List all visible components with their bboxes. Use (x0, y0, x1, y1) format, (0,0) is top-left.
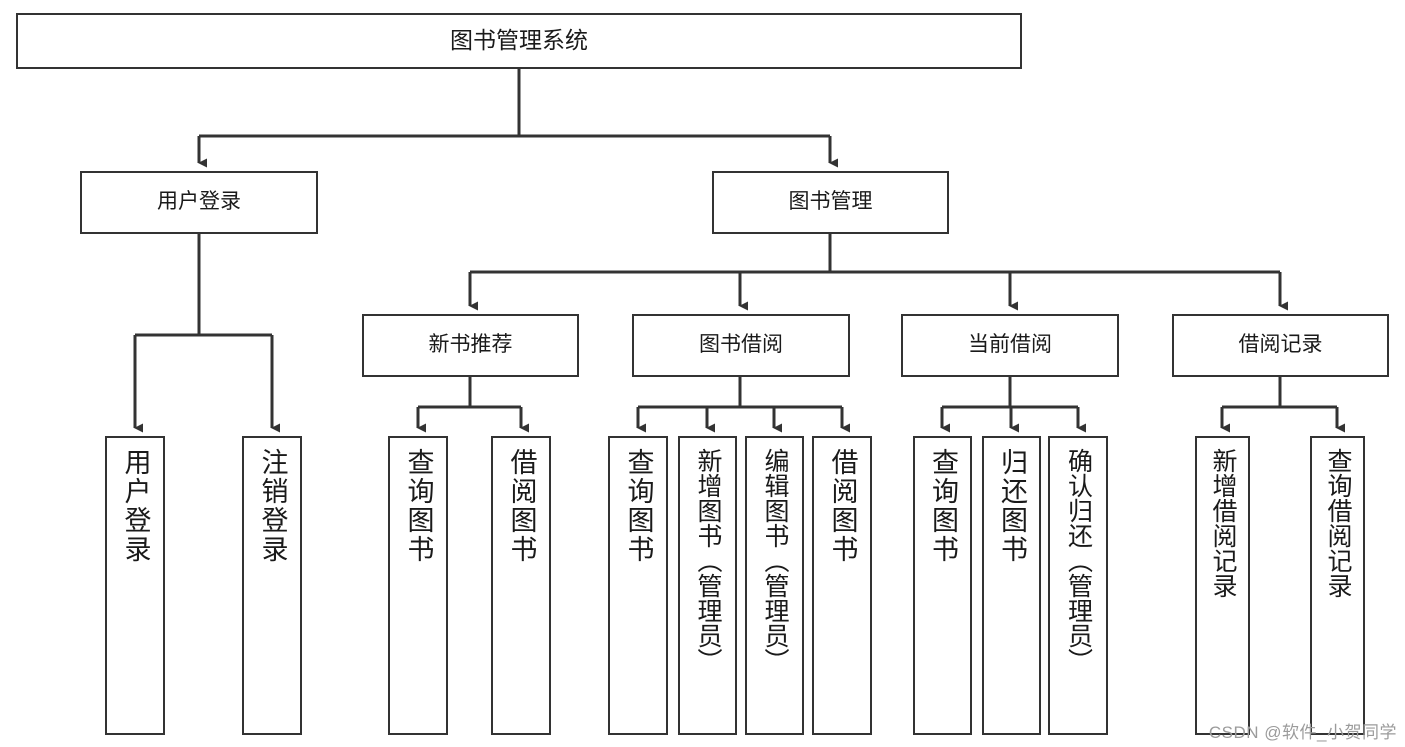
leaf-current-borrow-1[interactable]: 查询图书 (913, 436, 972, 735)
leaf-current-borrow-3-label: 确认归还（管理员） (1064, 448, 1093, 673)
leaf-book-borrow-2-label: 新增图书（管理员） (694, 448, 722, 673)
node-book-borrow-label: 图书借阅 (699, 333, 783, 357)
leaf-borrow-record-1[interactable]: 新增借阅记录 (1195, 436, 1250, 735)
node-user-login[interactable]: 用户登录 (80, 171, 318, 234)
node-current-borrow[interactable]: 当前借阅 (901, 314, 1119, 377)
leaf-user-login-1[interactable]: 用户登录 (105, 436, 165, 735)
node-new-book-recommend-label: 新书推荐 (428, 333, 513, 357)
leaf-borrow-record-1-label: 新增借阅记录 (1209, 448, 1237, 598)
node-borrow-record-label: 借阅记录 (1238, 333, 1323, 357)
leaf-book-borrow-1-label: 查询图书 (623, 448, 654, 564)
leaf-new-book-rec-1[interactable]: 查询图书 (388, 436, 448, 735)
leaf-current-borrow-1-label: 查询图书 (928, 448, 958, 564)
node-new-book-recommend[interactable]: 新书推荐 (362, 314, 579, 377)
node-root-system[interactable]: 图书管理系统 (16, 13, 1022, 69)
node-root-label: 图书管理系统 (450, 27, 588, 54)
leaf-user-login-2[interactable]: 注销登录 (242, 436, 302, 735)
node-book-manage-label: 图书管理 (788, 190, 873, 214)
leaf-book-borrow-3-label: 编辑图书（管理员） (761, 448, 789, 673)
leaf-user-login-1-label: 用户登录 (120, 448, 151, 564)
leaf-borrow-record-2[interactable]: 查询借阅记录 (1310, 436, 1365, 735)
leaf-new-book-rec-2-label: 借阅图书 (506, 448, 537, 564)
leaf-user-login-2-label: 注销登录 (257, 448, 288, 564)
leaf-current-borrow-2[interactable]: 归还图书 (982, 436, 1041, 735)
leaf-new-book-rec-1-label: 查询图书 (403, 448, 434, 564)
leaf-current-borrow-2-label: 归还图书 (997, 448, 1027, 564)
leaf-book-borrow-1[interactable]: 查询图书 (608, 436, 668, 735)
leaf-book-borrow-4-label: 借阅图书 (827, 448, 858, 564)
node-book-borrow[interactable]: 图书借阅 (632, 314, 850, 377)
watermark: CSDN @软件_小贺同学 (1208, 723, 1397, 742)
leaf-book-borrow-3[interactable]: 编辑图书（管理员） (745, 436, 804, 735)
leaf-current-borrow-3[interactable]: 确认归还（管理员） (1048, 436, 1108, 735)
node-book-manage[interactable]: 图书管理 (712, 171, 949, 234)
leaf-book-borrow-4[interactable]: 借阅图书 (812, 436, 872, 735)
node-borrow-record[interactable]: 借阅记录 (1172, 314, 1389, 377)
leaf-new-book-rec-2[interactable]: 借阅图书 (491, 436, 551, 735)
node-user-login-label: 用户登录 (157, 190, 241, 214)
leaf-borrow-record-2-label: 查询借阅记录 (1324, 448, 1352, 598)
node-current-borrow-label: 当前借阅 (968, 333, 1052, 357)
leaf-book-borrow-2[interactable]: 新增图书（管理员） (678, 436, 737, 735)
